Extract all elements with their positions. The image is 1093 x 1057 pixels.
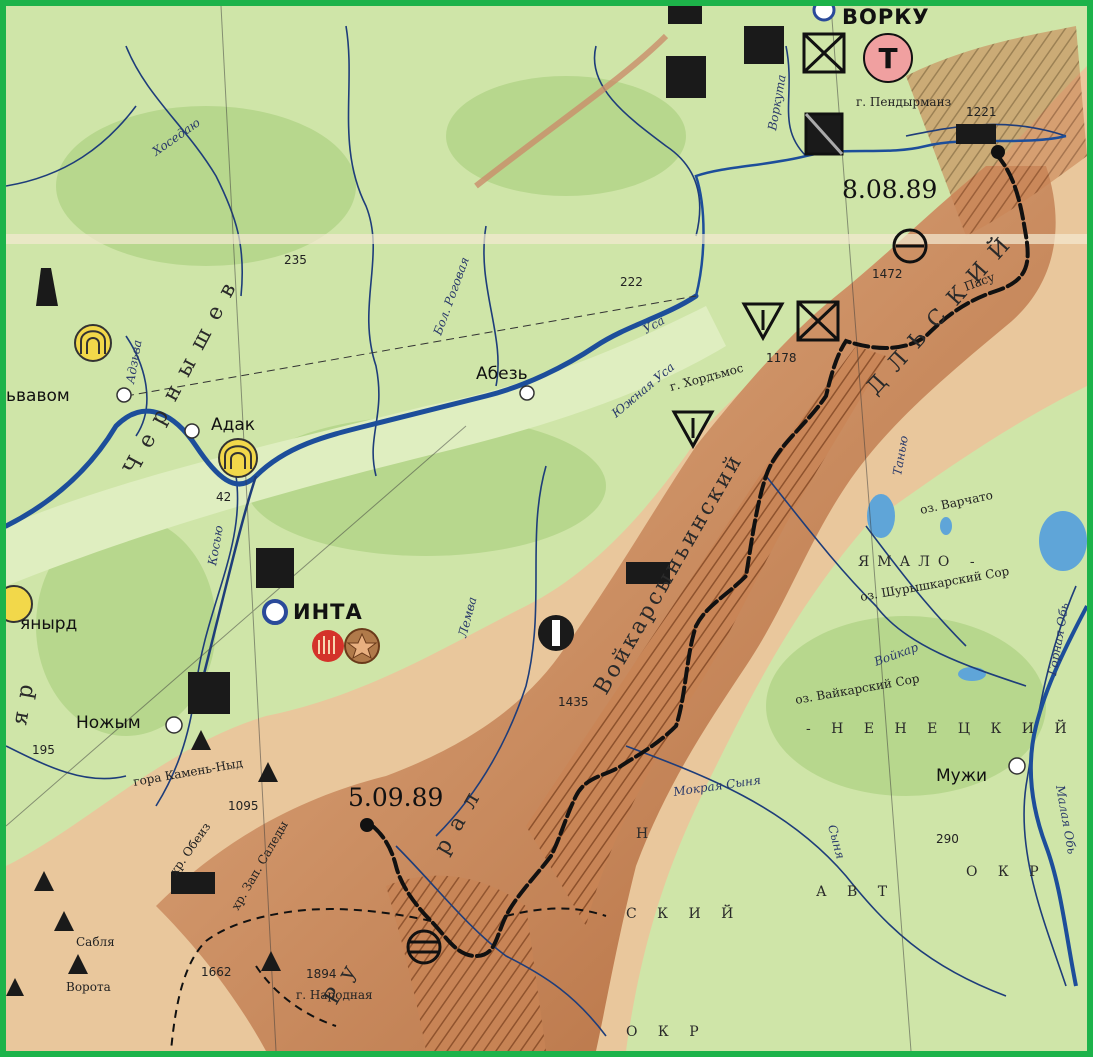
vorota-label: Ворота [66, 980, 111, 994]
elev-290: 290 [936, 832, 959, 846]
t-badge-icon: Т [863, 33, 913, 83]
elev-1472: 1472 [872, 267, 903, 281]
river-tanyu-label: Танью [890, 434, 911, 476]
railway-north [474, 33, 669, 189]
square-x-icon [796, 32, 846, 342]
date-end-label: 5.09.89 [348, 783, 443, 812]
city-adak-label: Адак [211, 415, 255, 435]
route-branch-3 [255, 965, 337, 1027]
route-main [364, 152, 1030, 959]
elev-195: 195 [32, 743, 55, 757]
peak-pendyrmanz-label: г. Пендырманз [856, 95, 951, 109]
sablya-label: Сабля [76, 935, 115, 949]
elev-1894: 1894 [306, 967, 337, 981]
route-end-dot [360, 818, 374, 832]
region-yamalo-label: ЯМАЛО - [858, 554, 983, 570]
route-branch [170, 908, 432, 1051]
elev-1662: 1662 [201, 965, 232, 979]
city-inta-label: ИНТА [293, 600, 363, 624]
triangle-t-icon [671, 302, 785, 450]
city-ring-icon [116, 6, 1026, 775]
elev-1178: 1178 [766, 351, 797, 365]
region-avt-label: А В Т [816, 884, 895, 900]
river-kosyu [194, 475, 258, 707]
tent-icon [6, 324, 258, 623]
mountain-peak-icon [6, 268, 281, 996]
city-abez-label: Абезь [476, 364, 528, 384]
elev-222: 222 [620, 275, 643, 289]
foothills [6, 66, 1087, 1051]
route-start-dot [991, 145, 1005, 159]
graticule [6, 6, 912, 1051]
elev-1095: 1095 [228, 799, 259, 813]
circle-theta-icon [406, 228, 928, 965]
elev-42: 42 [216, 490, 231, 504]
date-start-label: 8.08.89 [842, 175, 937, 204]
factory-icon [312, 628, 380, 664]
coal-mine-icon [171, 6, 996, 894]
region-khanty-n-label: Н [636, 826, 656, 842]
svg-text:Т: Т [878, 42, 897, 75]
peak-narodnaya-label: г. Народная [296, 988, 373, 1002]
map-fold [6, 234, 1087, 244]
elev-1435: 1435 [558, 695, 589, 709]
city-muzhi-label: Мужи [936, 766, 987, 786]
city-yivavom-label: ьвавом [6, 386, 70, 406]
region-nenetsky-label: - Н Е Н Е Ц К И Й [806, 718, 1075, 737]
river-usa [6, 293, 699, 529]
circle-i-icon [538, 615, 574, 651]
region-okrug-label: О К Р [966, 864, 1047, 880]
region-khanty-ok-label: О К Р [626, 1024, 707, 1040]
railway [125, 295, 697, 397]
ridge-core-north [906, 26, 1087, 236]
river-ob [1028, 605, 1087, 987]
city-vorkuta-label: ВОРКУ [842, 6, 930, 29]
region-khanty-kiy-label: С К И Й [626, 903, 741, 922]
city-yanyrd-label: янырд [20, 614, 77, 634]
lakes [867, 494, 1087, 681]
city-nozhym-label: Ножым [76, 713, 141, 733]
topographic-map: Т [6, 6, 1087, 1051]
route-branch-2 [505, 907, 607, 917]
ridge-core-main [526, 346, 886, 926]
elev-235: 235 [284, 253, 307, 267]
elev-1221: 1221 [966, 105, 997, 119]
